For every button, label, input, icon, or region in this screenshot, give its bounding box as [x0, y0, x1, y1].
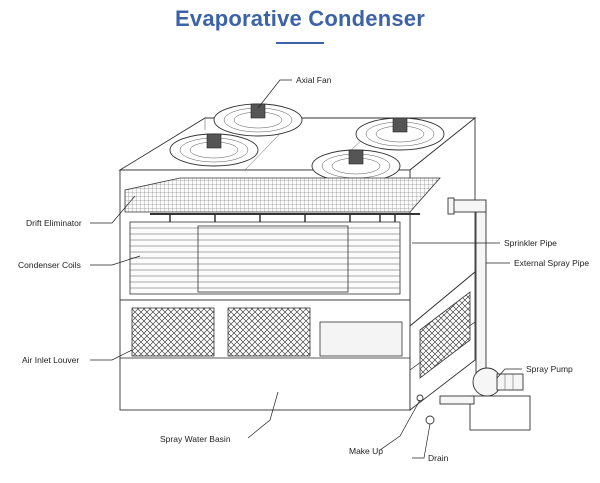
label-spray-pump: Spray Pump	[526, 364, 573, 374]
label-air-inlet-louver: Air Inlet Louver	[22, 355, 79, 365]
label-make-up: Make Up	[349, 446, 383, 456]
axial-fan-3	[169, 133, 259, 167]
spray-pump	[439, 367, 531, 431]
label-external-spray-pipe: External Spray Pipe	[514, 258, 589, 268]
label-sprinkler-pipe: Sprinkler Pipe	[504, 238, 557, 248]
access-opening	[319, 321, 403, 357]
diagram-title: Evaporative Condenser	[175, 6, 425, 31]
axial-fan-1	[213, 103, 303, 137]
external-spray-pipe	[447, 197, 487, 387]
air-inlet-louver-2	[227, 307, 311, 357]
label-drift-eliminator: Drift Eliminator	[26, 218, 82, 228]
axial-fan-4	[311, 149, 401, 183]
label-condenser-coils: Condenser Coils	[18, 260, 81, 270]
condenser-coil-bank	[129, 221, 401, 295]
label-drain: Drain	[428, 453, 449, 463]
air-inlet-louver-1	[131, 307, 215, 357]
air-inlet-louver-side	[419, 291, 471, 379]
title-underline	[276, 42, 324, 44]
label-spray-water-basin: Spray Water Basin	[160, 434, 231, 444]
drift-eliminator-grate	[124, 177, 441, 213]
label-axial-fan: Axial Fan	[296, 75, 332, 85]
axial-fan-2	[355, 117, 445, 151]
drain-fitting	[425, 415, 435, 425]
make-up-fitting	[416, 394, 424, 402]
